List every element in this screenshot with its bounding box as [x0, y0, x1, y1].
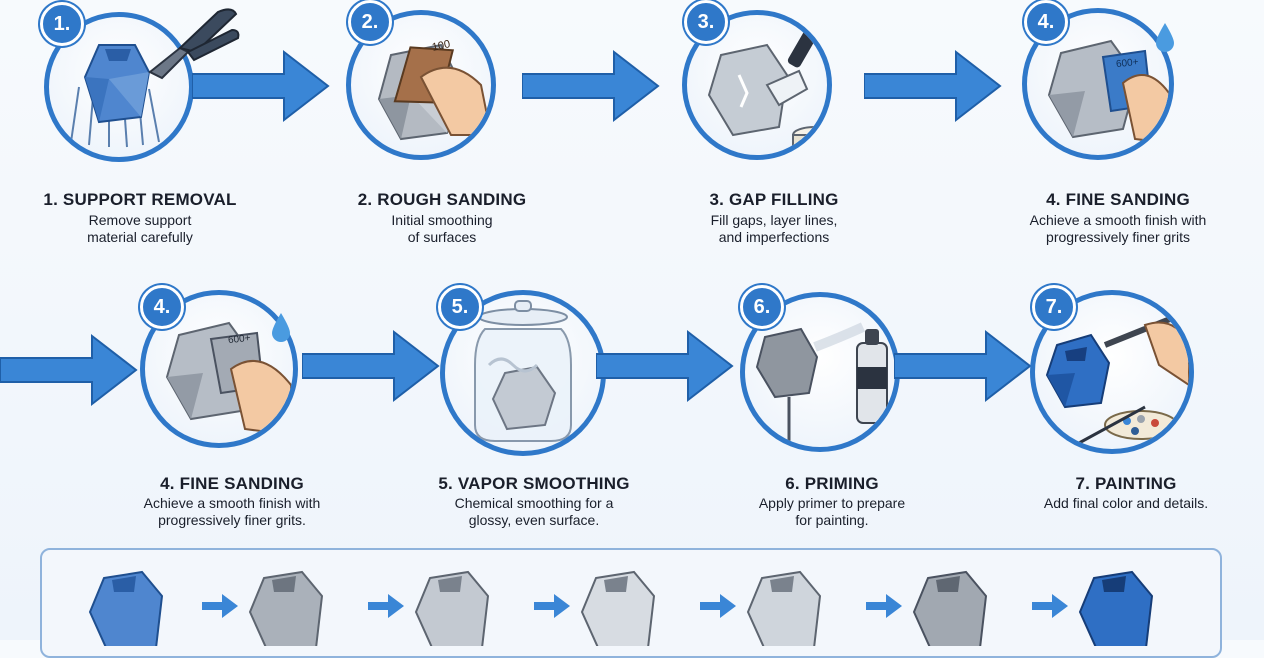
step-6-badge: 6.: [740, 285, 784, 329]
arrow-right-icon: [596, 329, 734, 403]
model-progression-strip: [88, 570, 1154, 646]
pliers-icon: [70, 44, 160, 148]
model-stage-vapor-icon: [746, 570, 822, 646]
step-1-desc: Remove support material carefully: [87, 212, 193, 245]
arrow-right-icon: [894, 329, 1032, 403]
step-5-desc: Chemical smoothing for a glossy, even su…: [454, 495, 614, 528]
step-4b-badge: 4.: [140, 285, 184, 329]
step-1-circle: [44, 12, 194, 162]
model-stage-filled-icon: [414, 570, 490, 646]
glass-jar-icon: [474, 300, 572, 442]
step-3-desc: Fill gaps, layer lines, and imperfection…: [710, 212, 838, 245]
sandpaper-grit-label: 600+: [227, 332, 252, 347]
small-arrow-icon: [368, 594, 404, 618]
step-4-desc: Achieve a smooth finish with progressive…: [1029, 212, 1207, 245]
small-arrow-icon: [700, 594, 736, 618]
small-arrow-icon: [866, 594, 902, 618]
step-4b-desc: Achieve a smooth finish with progressive…: [143, 495, 321, 528]
step-7-desc: Add final color and details.: [1043, 495, 1209, 511]
arrow-right-icon: [302, 329, 440, 403]
model-stage-primed-icon: [912, 570, 988, 646]
step-2-badge-visible: 2.: [348, 0, 392, 44]
small-arrow-icon: [534, 594, 570, 618]
fine-sandpaper-icon: [1047, 39, 1169, 145]
step-1-badge: 1.: [40, 2, 84, 46]
pliers-tool-icon: [148, 8, 240, 80]
step-2-circle: [346, 10, 496, 160]
step-5-circle: [440, 290, 606, 456]
step-4-title: 4. FINE SANDING: [1046, 190, 1190, 209]
arrow-right-icon: [522, 49, 660, 123]
model-stage-painted-icon: [1078, 570, 1154, 646]
step-1-title: 1. SUPPORT REMOVAL: [43, 190, 237, 209]
step-7-title: 7. PAINTING: [1075, 474, 1177, 493]
step-6-title: 6. PRIMING: [785, 474, 879, 493]
arrow-right-icon: [0, 333, 138, 407]
sandpaper-grit-label: 600+: [1115, 56, 1140, 71]
step-2-desc: Initial smoothing of surfaces: [391, 212, 493, 245]
arrow-right-icon: [192, 49, 330, 123]
step-4-circle: [1022, 8, 1174, 160]
water-drop-icon: [1156, 23, 1174, 52]
step-3-title: 3. GAP FILLING: [709, 190, 839, 209]
model-stage-rough-icon: [248, 570, 324, 646]
fine-sandpaper-icon: [165, 321, 292, 437]
progress-summary-panel: [40, 548, 1222, 658]
step-2-title: 2. ROUGH SANDING: [357, 190, 527, 209]
small-arrow-icon: [1032, 594, 1068, 618]
step-4-badge: 4.: [1024, 0, 1068, 44]
spray-can-icon: [755, 322, 888, 447]
step-4b-title: 4. FINE SANDING: [160, 474, 304, 493]
sandpaper-icon: [377, 43, 491, 141]
small-arrow-icon: [202, 594, 238, 618]
model-stage-fine-icon: [580, 570, 656, 646]
arrow-right-icon: [864, 49, 1002, 123]
model-stage-support-icon: [88, 570, 164, 646]
step-7-badge: 7.: [1032, 285, 1076, 329]
water-drop-icon: [272, 313, 290, 342]
step-6-desc: Apply primer to prepare for painting.: [758, 495, 906, 528]
step-7-circle: [1030, 290, 1194, 454]
step-5-badge: 5.: [438, 285, 482, 329]
step-5-title: 5. VAPOR SMOOTHING: [438, 474, 630, 493]
step-3-badge: 3.: [684, 0, 728, 44]
